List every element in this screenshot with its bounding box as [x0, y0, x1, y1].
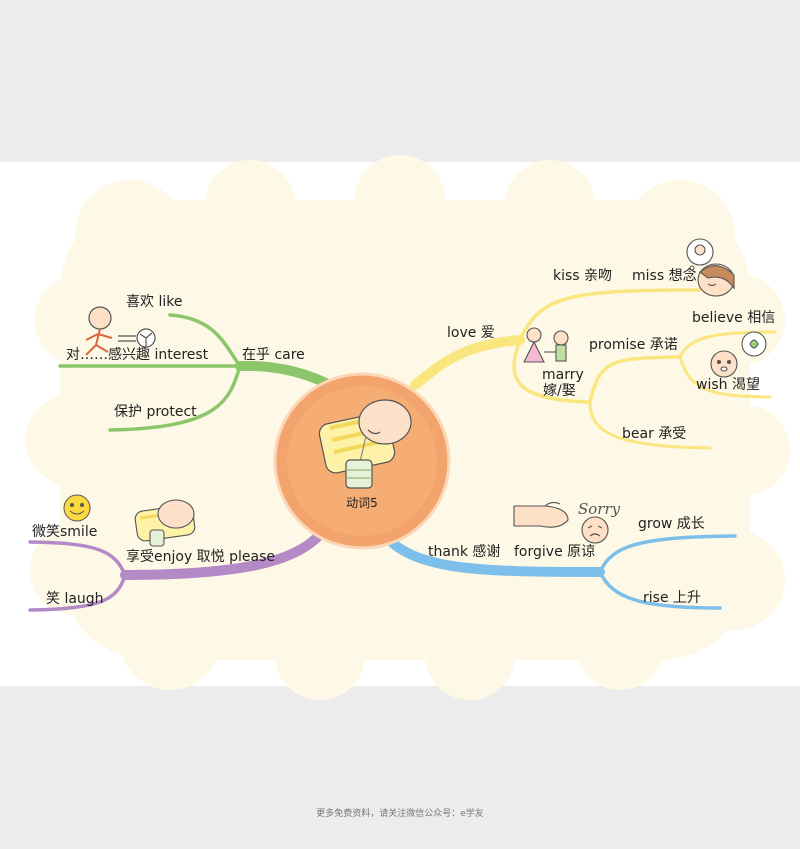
label-enjoy: 享受enjoy 取悦 please: [126, 548, 275, 565]
label-care: 在乎 care: [242, 347, 305, 363]
label-grow: grow 成长: [638, 516, 705, 532]
label-wish: wish 渴望: [696, 377, 760, 393]
branch-love-lines: [410, 288, 777, 450]
label-promise: promise 承诺: [589, 337, 678, 353]
footer-note: 更多免费资料，请关注微信公众号：e学友: [316, 809, 484, 819]
baby-pillow-illustration: [318, 399, 412, 489]
label-marry-cn: 嫁/娶: [543, 383, 576, 399]
label-believe: believe 相信: [692, 310, 775, 326]
label-love: love 爱: [447, 325, 495, 341]
dreaming-girl-illustration: [686, 238, 735, 297]
label-protect: 保护 protect: [114, 404, 197, 420]
sorry-text: Sorry: [578, 500, 621, 518]
label-bear: bear 承受: [622, 426, 686, 442]
label-miss: miss 想念: [632, 267, 697, 284]
label-laugh: 笑 laugh: [46, 591, 104, 607]
center-label: 动词5: [346, 496, 378, 510]
label-smile: 微笑smile: [32, 524, 97, 540]
label-marry-en: marry: [542, 367, 584, 383]
label-forgive: forgive 原谅: [514, 544, 595, 560]
label-interest: 对……感兴趣 interest: [66, 346, 209, 363]
offering-hand-illustration: [513, 501, 569, 528]
sorry-face-illustration: [581, 516, 609, 544]
label-like: 喜欢 like: [126, 294, 182, 310]
baby-enjoy-illustration: [134, 499, 196, 547]
branch-care-lines: [58, 313, 335, 432]
smiley-face-icon: [63, 494, 91, 522]
label-thank: thank 感谢: [428, 543, 500, 560]
wishing-face-illustration: [710, 331, 767, 378]
label-kiss: kiss 亲吻: [553, 268, 612, 284]
running-kid-illustration: [85, 306, 156, 356]
label-rise: rise 上升: [643, 590, 701, 606]
couple-illustration: [523, 327, 569, 363]
